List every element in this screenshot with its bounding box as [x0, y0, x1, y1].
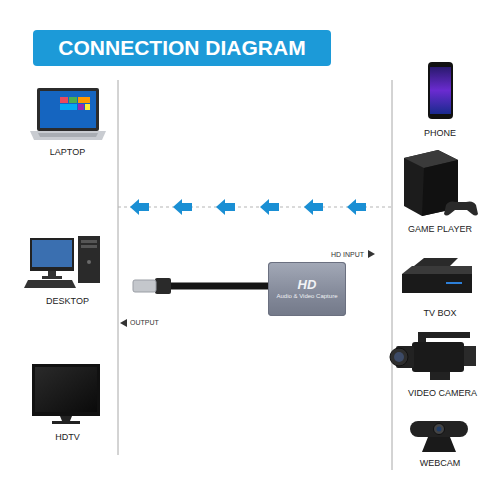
- tv-box-illustration: [402, 258, 472, 293]
- device-badge: HD: [298, 278, 317, 292]
- device-caption: Audio & Video Capture: [277, 292, 338, 300]
- device-node: DESKTOP: [15, 230, 120, 307]
- device-node: LAPTOP: [15, 85, 120, 158]
- flow-arrow: [260, 199, 279, 215]
- video-camera-illustration: [390, 332, 476, 380]
- device-node: PHONE: [395, 60, 485, 139]
- device-node: VIDEO CAMERA: [395, 325, 490, 399]
- port-label: HD INPUT: [331, 250, 364, 259]
- hdtv-illustration: [32, 364, 100, 424]
- device-label: LAPTOP: [50, 147, 85, 158]
- flow-arrow: [130, 199, 149, 215]
- input-arrow: [368, 250, 375, 258]
- capture-device: HDAudio & Video Capture: [268, 262, 346, 316]
- capture-cable: [133, 278, 270, 294]
- device-node: HDTV: [15, 360, 120, 443]
- device-label: PHONE: [424, 128, 456, 139]
- device-node: TV BOX: [395, 255, 485, 319]
- output-arrow: [120, 319, 127, 327]
- desktop-illustration: [24, 236, 100, 288]
- device-node: GAME PLAYER: [395, 145, 485, 235]
- flow-arrow: [216, 199, 235, 215]
- laptop-illustration: [30, 88, 106, 140]
- diagram-title: CONNECTION DIAGRAM: [33, 30, 331, 66]
- device-label: DESKTOP: [46, 296, 89, 307]
- flow-arrow: [173, 199, 192, 215]
- port-label: OUTPUT: [130, 318, 159, 327]
- device-label: HDTV: [55, 432, 80, 443]
- game-player-illustration: [404, 150, 478, 216]
- device-node: WEBCAM: [395, 415, 485, 469]
- device-label: WEBCAM: [420, 458, 461, 469]
- device-label: GAME PLAYER: [408, 224, 472, 235]
- device-label: VIDEO CAMERA: [408, 388, 477, 399]
- flow-arrow: [304, 199, 323, 215]
- flow-arrow: [347, 199, 366, 215]
- device-label: TV BOX: [423, 308, 456, 319]
- frame-line: [118, 80, 119, 455]
- webcam-illustration: [410, 421, 468, 452]
- phone-illustration: [428, 62, 453, 119]
- frame-line: [392, 80, 393, 470]
- flow-arrows: [130, 199, 366, 215]
